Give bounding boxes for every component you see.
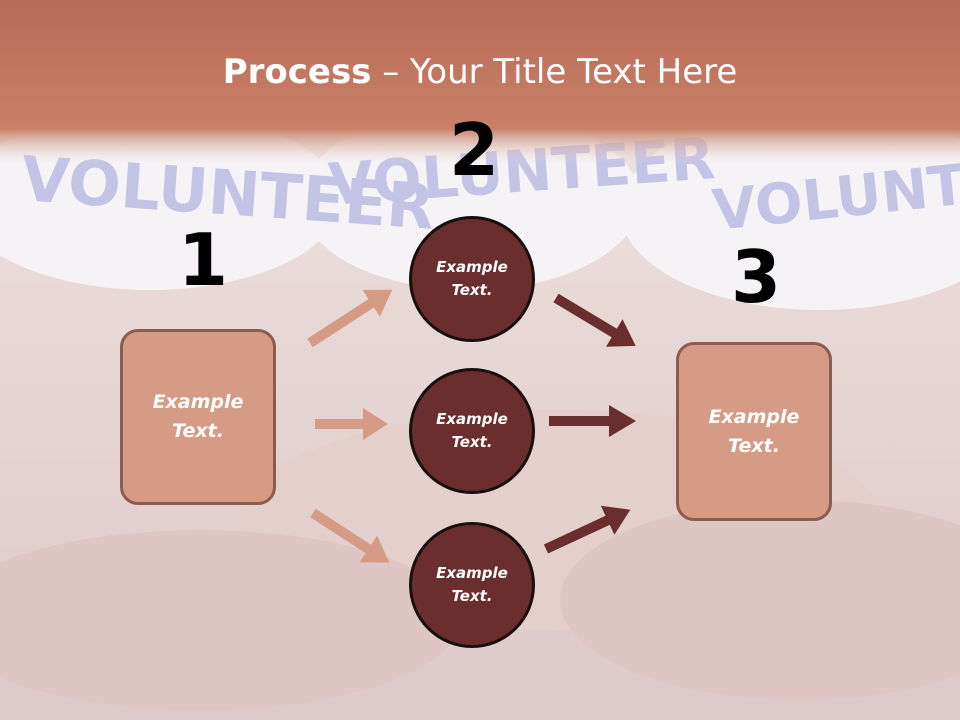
step-3-text: Example Text. bbox=[708, 405, 800, 457]
step-2-text-2: Example Text. bbox=[436, 410, 508, 451]
header-band bbox=[0, 0, 960, 165]
arrow-down-dark bbox=[553, 293, 636, 347]
step-2-text-3: Example Text. bbox=[436, 564, 508, 605]
arrow-up-light bbox=[307, 289, 393, 348]
step-3-box: Example Text. bbox=[676, 342, 832, 521]
step-number-1: 1 bbox=[178, 218, 229, 302]
step-2-circle-2: Example Text. bbox=[409, 368, 535, 494]
page-title: Process – Your Title Text Here bbox=[0, 52, 960, 92]
arrow-up-dark bbox=[543, 505, 631, 554]
arrow-right-light bbox=[315, 408, 388, 440]
step-2-circle-3: Example Text. bbox=[409, 522, 535, 648]
arrow-down-light bbox=[310, 508, 390, 563]
step-2-text-1: Example Text. bbox=[436, 258, 508, 299]
step-2-circle-1: Example Text. bbox=[409, 216, 535, 342]
step-1-box: Example Text. bbox=[120, 329, 276, 505]
title-bold: Process bbox=[222, 52, 372, 92]
step-number-3: 3 bbox=[731, 235, 782, 319]
step-1-text: Example Text. bbox=[152, 391, 244, 442]
step-number-2: 2 bbox=[449, 108, 500, 192]
arrow-right-dark bbox=[549, 405, 636, 437]
title-rest: – Your Title Text Here bbox=[371, 52, 738, 92]
